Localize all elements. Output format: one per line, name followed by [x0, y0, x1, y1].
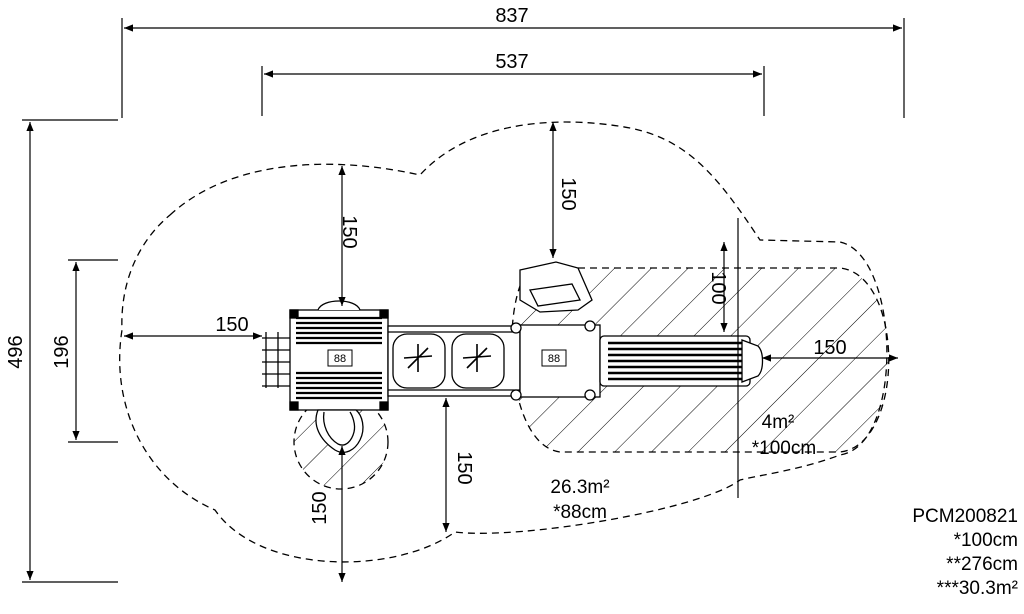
slide-area-label: 4m²	[762, 412, 795, 433]
overall-height-label: 496	[5, 335, 27, 368]
tunnel-panel-2	[451, 333, 505, 389]
clearance-right-label: 150	[813, 337, 846, 359]
left-tower-tag: 88	[327, 349, 353, 367]
lower-slide	[315, 409, 364, 454]
right-tower-tag: 88	[541, 349, 567, 367]
structure-height-label: 196	[51, 335, 73, 368]
ladder	[262, 332, 290, 388]
product-info-block: PCM200821 *100cm **276cm ***30.3m²	[912, 505, 1018, 601]
roof-panel	[519, 261, 593, 313]
slide-height-label: *100cm	[752, 438, 816, 459]
clearance-top-right-label: 150	[557, 177, 579, 210]
clearance-bottom-left-label: 150	[309, 491, 331, 524]
product-info-line-1: *100cm	[953, 530, 1018, 551]
clearance-slide-side-label: 100	[707, 271, 729, 304]
dim-structure-height	[68, 259, 118, 443]
main-area-label: 26.3m²	[550, 477, 609, 498]
structure-width-label: 537	[495, 51, 528, 73]
overall-width-label: 837	[495, 5, 528, 27]
svg-text:88: 88	[334, 353, 346, 365]
product-code: PCM200821	[912, 506, 1018, 527]
clearance-bottom-mid-label: 150	[453, 451, 475, 484]
dim-structure-width	[261, 66, 765, 116]
svg-text:88: 88	[548, 353, 560, 365]
tunnel-panel-1	[392, 333, 446, 389]
dim-overall-width	[121, 18, 905, 118]
product-info-line-3: ***30.3m²	[936, 578, 1018, 599]
play-structure	[262, 261, 764, 454]
safety-zone-outline	[119, 121, 888, 563]
dim-overall-height	[22, 119, 118, 583]
main-height-label: *88cm	[553, 502, 607, 523]
clearance-top-left-label: 150	[338, 215, 360, 248]
product-info-line-2: **276cm	[946, 554, 1018, 575]
clearance-left-label: 150	[215, 314, 248, 336]
